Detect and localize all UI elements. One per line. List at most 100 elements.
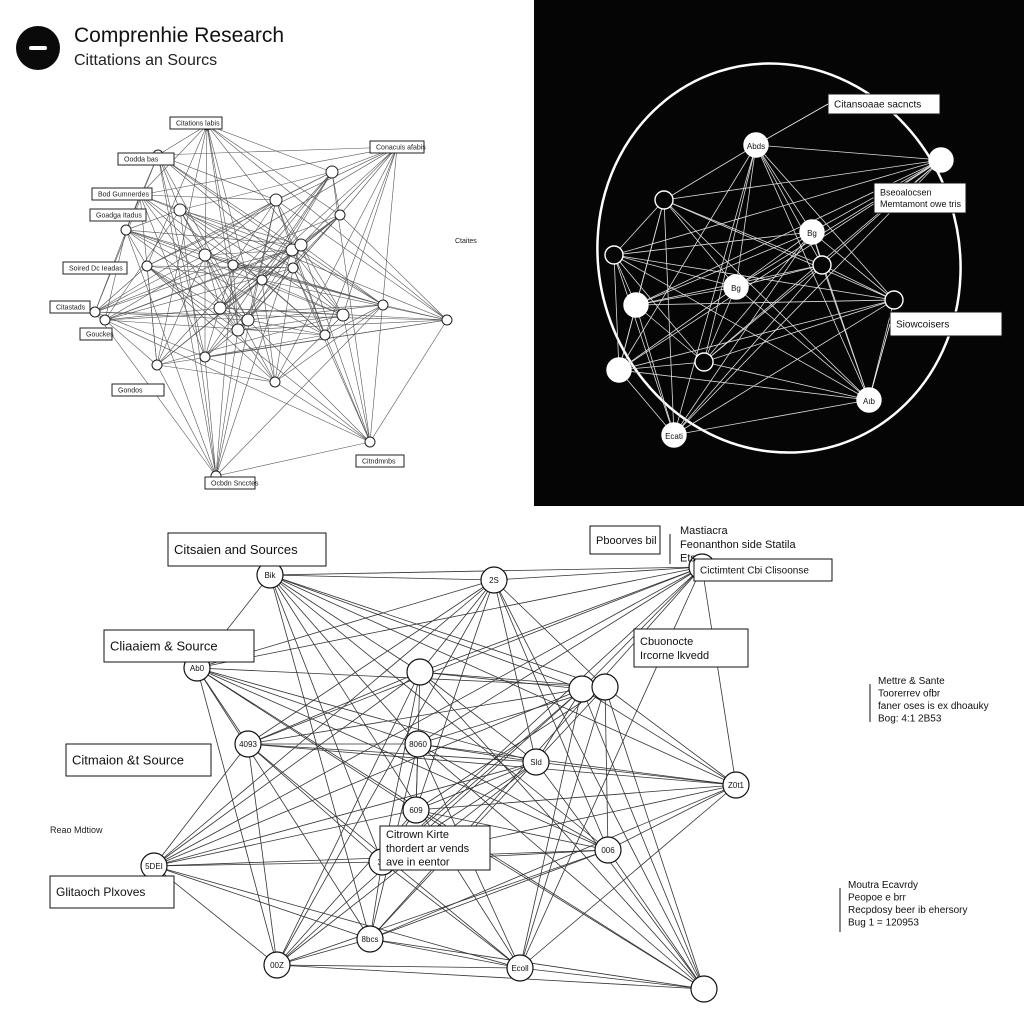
network-edge: [146, 124, 208, 267]
panel-b-edge: [811, 231, 895, 301]
network-edge: [125, 229, 148, 267]
panel-c-edge: [276, 938, 371, 966]
network-edge: [204, 124, 208, 256]
panel-c-node: [690, 975, 718, 1003]
panel-a-label-text: Gouckes: [86, 331, 114, 338]
network-node: [294, 238, 308, 252]
panel-c-edge: [581, 566, 703, 690]
panel-c-edge: [247, 743, 737, 786]
panel-c-edge: [276, 964, 705, 990]
network-edge: [274, 381, 371, 443]
panel-c-node: [402, 796, 430, 824]
network-edge: [204, 214, 341, 358]
panel-c-edge: [247, 743, 383, 863]
panel-b-edge: [613, 254, 737, 288]
network-edge: [104, 244, 302, 321]
network-node: [325, 165, 339, 179]
network-edge: [247, 304, 384, 321]
panel-c-edge: [269, 574, 495, 581]
panel-b-callout-text: Citansoaae sacncts: [834, 100, 921, 111]
panel-b-node: [623, 292, 649, 318]
panel-c-edge: [417, 743, 609, 851]
network-edge: [247, 319, 371, 443]
network-edge: [324, 146, 398, 336]
panel-b-leader: [868, 323, 891, 401]
network-edge: [342, 314, 371, 443]
panel-b-node: [723, 274, 749, 300]
panel-c-edge: [269, 574, 383, 863]
network-node: [269, 193, 283, 207]
panel-b-edge: [635, 304, 675, 436]
network-edge: [146, 171, 333, 267]
network-edge: [331, 171, 341, 216]
network-edge: [139, 146, 398, 196]
panel-b-edge: [663, 199, 675, 436]
network-edge: [204, 356, 217, 477]
panel-a-label-box: [91, 187, 153, 201]
panel-c-node-label: Ab0: [190, 664, 205, 673]
panel-c-label-box: [379, 825, 491, 871]
panel-c-edge: [415, 761, 537, 811]
panel-b-node: [606, 357, 632, 383]
panel-c-edge: [607, 784, 737, 851]
page-subtitle: Cittations an Sourcs: [74, 52, 218, 69]
network-edge: [94, 311, 249, 321]
panel-c-edge: [604, 686, 705, 990]
network-edge: [232, 199, 277, 266]
network-edge: [237, 314, 344, 331]
panel-a-label-box: [204, 476, 256, 490]
network-edge: [292, 267, 344, 316]
panel-c-edge: [369, 938, 705, 990]
panel-b-edge: [613, 254, 870, 401]
panel-c-edge: [415, 784, 737, 811]
panel-c-node-label: 609: [409, 806, 423, 815]
network-edge: [274, 146, 398, 383]
network-node: [120, 224, 132, 236]
panel-b-edge: [735, 159, 942, 288]
panel-b-edge: [618, 286, 737, 371]
network-edge: [146, 265, 263, 281]
panel-c-edge: [535, 761, 705, 990]
panel-a-label-text: Citndmnbs: [362, 458, 396, 465]
panel-c-edge: [269, 574, 737, 786]
panel-c-edge: [269, 574, 419, 745]
network-node: [319, 329, 331, 341]
panel-b-edge: [703, 361, 870, 401]
panel-b-edge: [703, 286, 737, 363]
network-edge: [157, 154, 277, 201]
network-edge: [146, 265, 239, 331]
network-edge: [261, 279, 276, 383]
network-edge: [204, 249, 293, 256]
network-edge: [179, 209, 217, 477]
network-node: [377, 299, 389, 311]
network-edge: [156, 171, 333, 366]
panel-b-node: [694, 352, 714, 372]
panel-c-label-box: [103, 629, 255, 663]
page-title: Comprenhie Research: [74, 24, 285, 47]
network-edge: [215, 304, 384, 477]
panel-c-edge: [493, 566, 703, 581]
network-edge: [204, 334, 326, 358]
panel-c-node: [263, 951, 291, 979]
network-edge: [274, 314, 344, 383]
network-edge: [204, 254, 221, 309]
network-node: [198, 248, 212, 262]
panel-c-node-label: 5DEI: [145, 862, 163, 871]
panel-b-edge: [703, 264, 823, 363]
network-edge: [104, 319, 371, 443]
network-edge: [215, 329, 239, 477]
panel-c-edge: [196, 667, 537, 763]
panel-b-edge: [613, 199, 665, 256]
panel-c-edge: [269, 574, 583, 690]
panel-c-edge: [269, 574, 521, 969]
network-edge: [104, 307, 221, 321]
panel-c-edge: [247, 743, 278, 966]
panel-a-label-box: [355, 454, 405, 468]
panel-c-node: [722, 771, 750, 799]
network-edge: [204, 254, 239, 331]
panel-a-label-box: [89, 208, 147, 222]
